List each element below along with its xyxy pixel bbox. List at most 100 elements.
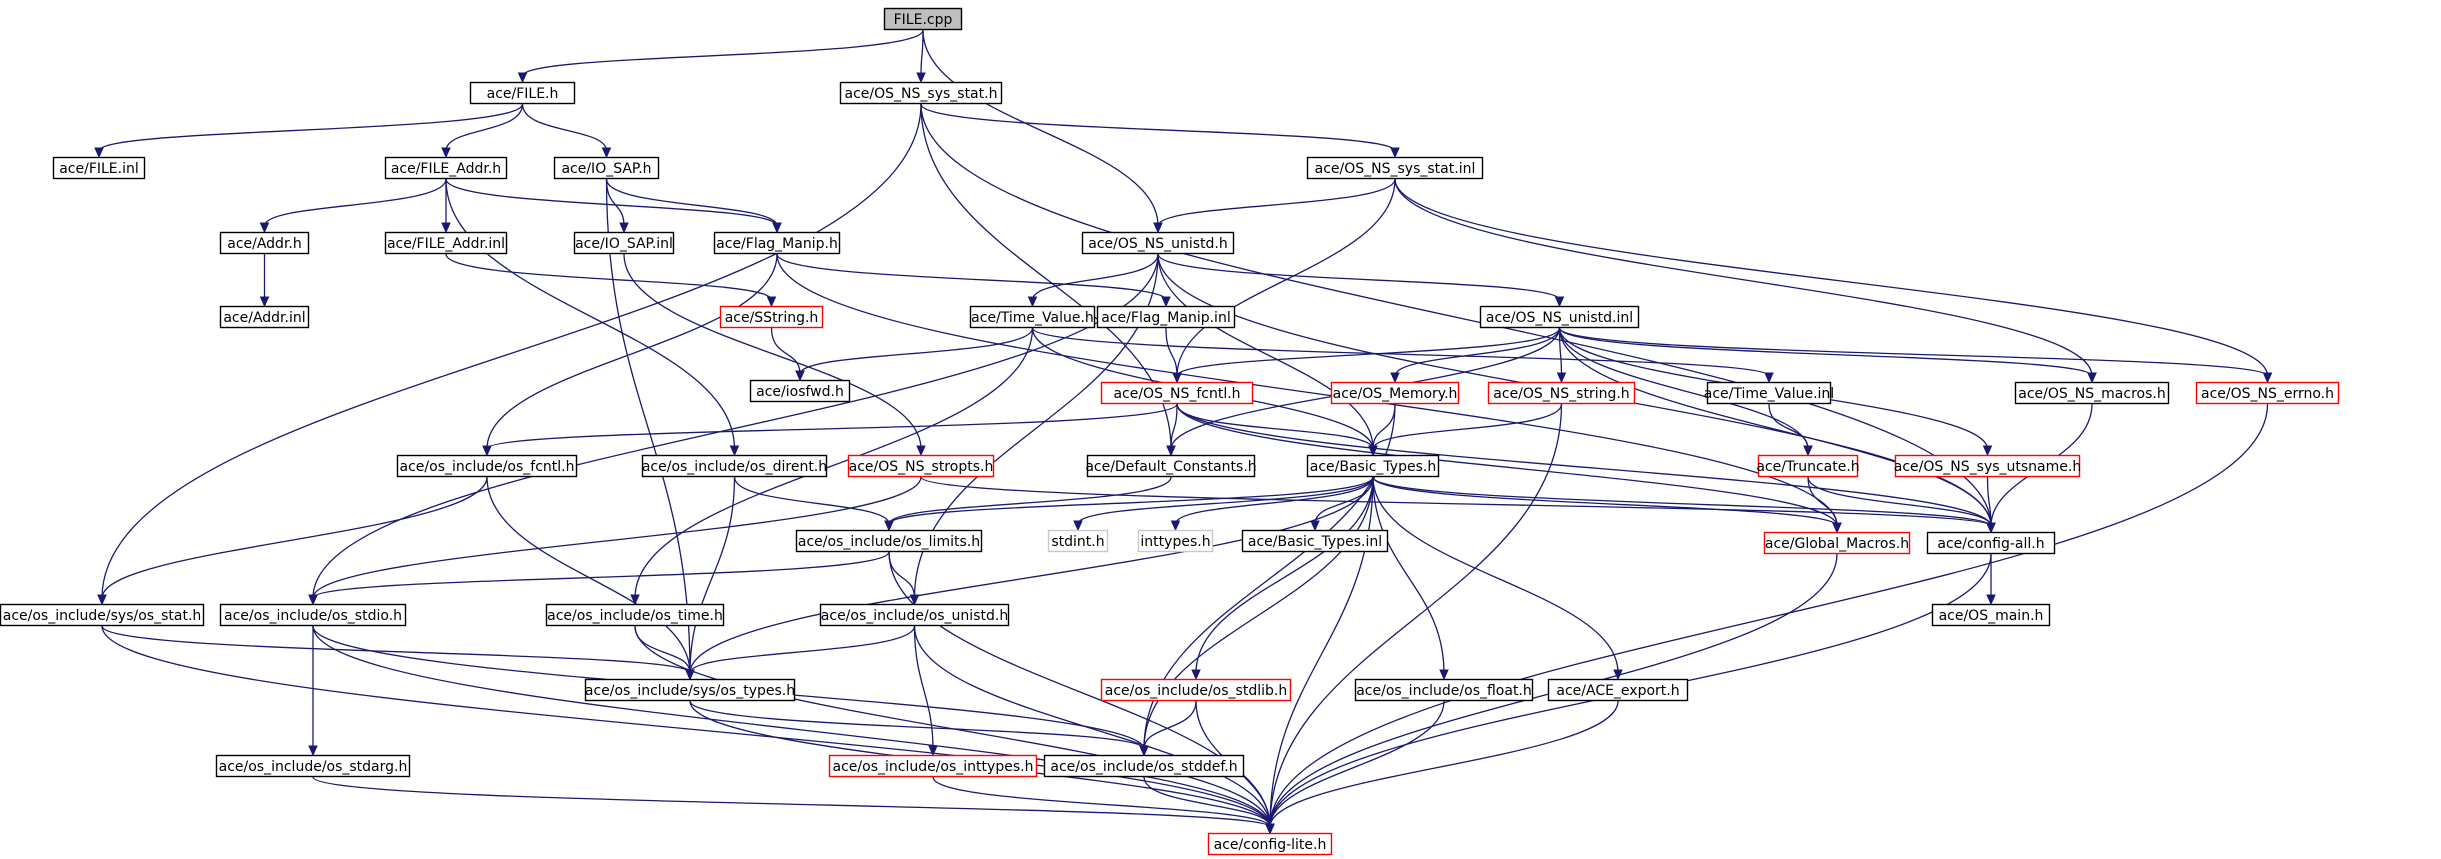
node-ace-os-ns-errno-h[interactable]: ace/OS_NS_errno.h: [2195, 381, 2340, 405]
edge-ace-file-h-to-ace-io-sap-h: [521, 103, 612, 159]
node-label: ace/os_include/sys/os_stat.h: [3, 608, 202, 624]
node-ace-os-include-os-dirent-h[interactable]: ace/os_include/os_dirent.h: [641, 454, 828, 478]
node-label: ace/OS_NS_stropts.h: [849, 459, 994, 475]
node-label: ace/OS_NS_unistd.inl: [1486, 310, 1633, 326]
edge-ace-os-ns-unistd-h-to-ace-time-value-h: [1027, 253, 1159, 308]
node-ace-os-include-os-time-h[interactable]: ace/os_include/os_time.h: [545, 603, 725, 627]
node-ace-iosfwd-h[interactable]: ace/iosfwd.h: [749, 379, 851, 403]
edges-layer: [94, 29, 2273, 835]
node-label: ace/Basic_Types.inl: [1248, 534, 1382, 550]
edge-ace-os-ns-unistd-inl-to-ace-os-ns-fcntl-h: [1172, 327, 1561, 384]
node-ace-config-lite-h[interactable]: ace/config-lite.h: [1207, 832, 1333, 856]
node-label: ace/FILE.h: [487, 86, 559, 102]
node-ace-addr-inl[interactable]: ace/Addr.inl: [219, 305, 310, 329]
node-ace-flag-manip-inl[interactable]: ace/Flag_Manip.inl: [1096, 305, 1236, 329]
node-label: ace/OS_NS_string.h: [1493, 386, 1629, 402]
node-ace-io-sap-inl[interactable]: ace/IO_SAP.inl: [573, 231, 675, 255]
node-label: ace/os_include/os_float.h: [1356, 683, 1532, 699]
node-label: ace/os_include/os_dirent.h: [642, 459, 827, 475]
node-ace-os-ns-unistd-h[interactable]: ace/OS_NS_unistd.h: [1081, 231, 1235, 255]
node-label: stdint.h: [1051, 534, 1104, 550]
edge-ace-os-include-os-stddef-h-to-ace-config-lite-h: [1143, 776, 1275, 835]
node-label: ace/OS_NS_sys_stat.h: [845, 86, 998, 102]
edge-ace-os-include-os-stdio-h-to-ace-config-lite-h: [312, 625, 1275, 835]
node-label: ace/os_include/os_fcntl.h: [400, 459, 575, 475]
edge-ace-basic-types-h-to-stdint-h: [1073, 476, 1374, 532]
node-label: ace/OS_NS_errno.h: [2201, 386, 2334, 402]
edge-ace-file-addr-h-to-ace-os-include-os-dirent-h: [445, 178, 740, 457]
edge-ace-flag-manip-h-to-ace-global-macros-h: [776, 253, 1842, 534]
node-ace-flag-manip-h[interactable]: ace/Flag_Manip.h: [713, 231, 841, 255]
node-label: ace/iosfwd.h: [756, 384, 844, 400]
node-ace-os-include-os-stddef-h[interactable]: ace/os_include/os_stddef.h: [1043, 754, 1245, 778]
edge-ace-addr-h-to-ace-addr-inl: [259, 254, 270, 308]
node-label: ace/OS_NS_fcntl.h: [1113, 386, 1240, 402]
edge-ace-os-ns-sys-stat-h-to-ace-os-include-sys-os-stat-h: [97, 103, 922, 606]
edge-ace-basic-types-h-to-ace-global-macros-h: [1372, 476, 1842, 534]
node-ace-os-ns-stropts-h[interactable]: ace/OS_NS_stropts.h: [847, 454, 995, 478]
node-ace-config-all-h[interactable]: ace/config-all.h: [1926, 531, 2056, 555]
edge-ace-os-include-os-limits-h-to-ace-os-include-os-stdio-h: [308, 551, 890, 606]
node-label: ace/OS_NS_macros.h: [2018, 386, 2165, 402]
node-ace-os-ns-sys-utsname-h[interactable]: ace/OS_NS_sys_utsname.h: [1894, 454, 2081, 478]
node-ace-os-include-sys-os-types-h[interactable]: ace/os_include/sys/os_types.h: [584, 678, 796, 702]
node-ace-sstring-h[interactable]: ace/SString.h: [719, 305, 824, 329]
node-ace-os-include-os-float-h[interactable]: ace/os_include/os_float.h: [1354, 678, 1534, 702]
node-ace-basic-types-h[interactable]: ace/Basic_Types.h: [1306, 454, 1440, 478]
node-label: FILE.cpp: [894, 12, 953, 28]
node-ace-default-constants-h[interactable]: ace/Default_Constants.h: [1085, 454, 1257, 478]
edge-ace-time-value-h-to-ace-iosfwd-h: [795, 327, 1034, 382]
node-ace-file-addr-inl[interactable]: ace/FILE_Addr.inl: [384, 231, 508, 255]
node-ace-file-addr-h[interactable]: ace/FILE_Addr.h: [384, 156, 508, 180]
node-label: ace/IO_SAP.inl: [575, 236, 673, 252]
edge-ace-os-ns-unistd-inl-to-ace-os-ns-errno-h: [1558, 327, 2273, 384]
edge-ace-basic-types-h-to-ace-ace-export-h: [1372, 476, 1623, 681]
node-ace-os-memory-h[interactable]: ace/OS_Memory.h: [1330, 381, 1460, 405]
node-ace-io-sap-h[interactable]: ace/IO_SAP.h: [553, 156, 660, 180]
node-ace-time-value-inl[interactable]: ace/Time_Value.inl: [1704, 381, 1834, 405]
node-ace-os-include-os-stdarg-h[interactable]: ace/os_include/os_stdarg.h: [215, 754, 411, 778]
edge-ace-os-ns-unistd-h-to-ace-os-ns-unistd-inl: [1157, 253, 1565, 308]
node-ace-truncate-h[interactable]: ace/Truncate.h: [1756, 454, 1860, 478]
node-ace-os-ns-sys-stat-h[interactable]: ace/OS_NS_sys_stat.h: [839, 81, 1003, 105]
node-ace-os-main-h[interactable]: ace/OS_main.h: [1931, 603, 2051, 627]
node-label: ace/IO_SAP.h: [561, 161, 651, 177]
node-file-cpp[interactable]: FILE.cpp: [883, 7, 963, 31]
node-ace-os-ns-macros-h[interactable]: ace/OS_NS_macros.h: [2014, 381, 2170, 405]
edge-ace-os-ns-sys-stat-h-to-ace-os-ns-sys-stat-inl: [920, 103, 1400, 159]
node-ace-os-ns-unistd-inl[interactable]: ace/OS_NS_unistd.inl: [1479, 305, 1640, 329]
node-ace-os-ns-string-h[interactable]: ace/OS_NS_string.h: [1487, 381, 1636, 405]
node-ace-time-value-h[interactable]: ace/Time_Value.h: [969, 305, 1096, 329]
node-ace-file-inl[interactable]: ace/FILE.inl: [52, 156, 146, 180]
node-ace-basic-types-inl[interactable]: ace/Basic_Types.inl: [1241, 529, 1389, 553]
node-ace-file-h[interactable]: ace/FILE.h: [469, 81, 576, 105]
node-ace-addr-h[interactable]: ace/Addr.h: [219, 231, 310, 255]
node-ace-os-include-os-inttypes-h[interactable]: ace/os_include/os_inttypes.h: [828, 754, 1038, 778]
edge-ace-basic-types-h-to-ace-os-include-os-stddef-h: [1139, 476, 1374, 757]
node-ace-ace-export-h[interactable]: ace/ACE_export.h: [1547, 678, 1689, 702]
node-ace-os-include-os-limits-h[interactable]: ace/os_include/os_limits.h: [795, 529, 983, 553]
node-inttypes-h[interactable]: inttypes.h: [1137, 529, 1214, 553]
edge-ace-os-include-os-unistd-h-to-ace-os-include-sys-os-types-h: [685, 625, 916, 681]
edge-ace-os-include-os-stdio-h-to-ace-os-include-os-stdarg-h: [308, 626, 318, 757]
node-ace-os-include-sys-os-stat-h[interactable]: ace/os_include/sys/os_stat.h: [0, 603, 205, 627]
node-ace-os-include-os-stdlib-h[interactable]: ace/os_include/os_stdlib.h: [1100, 678, 1292, 702]
edge-ace-os-include-os-unistd-h-to-ace-os-include-os-inttypes-h: [913, 625, 938, 757]
nodes-layer: FILE.cpp ace/FILE.h ace/OS_NS_sys_stat.hac…: [0, 7, 2340, 856]
node-label: ace/config-lite.h: [1214, 837, 1327, 853]
node-ace-os-include-os-unistd-h[interactable]: ace/os_include/os_unistd.h: [819, 603, 1010, 627]
node-ace-os-include-os-stdio-h[interactable]: ace/os_include/os_stdio.h: [219, 603, 407, 627]
node-stdint-h[interactable]: stdint.h: [1047, 529, 1109, 553]
node-ace-os-ns-sys-stat-inl[interactable]: ace/OS_NS_sys_stat.inl: [1306, 156, 1484, 180]
edge-ace-os-ns-fcntl-h-to-ace-os-include-os-fcntl-h: [482, 403, 1178, 457]
node-ace-os-ns-fcntl-h[interactable]: ace/OS_NS_fcntl.h: [1100, 381, 1254, 405]
node-label: ace/ACE_export.h: [1556, 683, 1679, 699]
node-ace-global-macros-h[interactable]: ace/Global_Macros.h: [1763, 531, 1911, 555]
edge-ace-os-include-os-stdlib-h-to-ace-os-include-os-stddef-h: [1139, 700, 1197, 757]
node-ace-os-include-os-fcntl-h[interactable]: ace/os_include/os_fcntl.h: [396, 454, 578, 478]
edge-ace-os-ns-sys-stat-inl-to-ace-os-ns-unistd-h: [1153, 178, 1396, 234]
edge-ace-basic-types-h-to-inttypes-h: [1170, 476, 1374, 532]
edge-ace-io-sap-inl-to-ace-os-ns-stropts-h: [623, 253, 926, 457]
edge-ace-file-addr-inl-to-ace-sstring-h: [445, 253, 777, 308]
